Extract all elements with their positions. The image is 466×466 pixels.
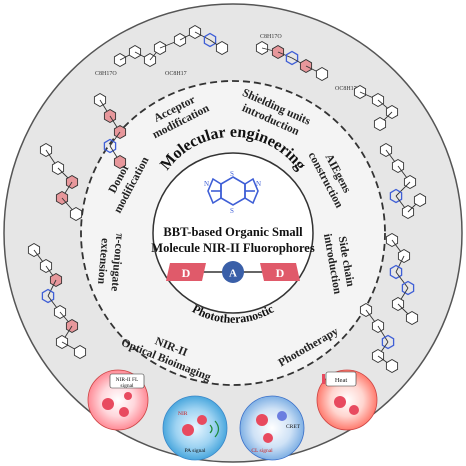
center-subtitle-1: BBT-based Organic Small bbox=[163, 225, 303, 239]
bond-line bbox=[395, 181, 411, 197]
pa-nir-label: NIR bbox=[178, 411, 188, 417]
bbt-atom-labels: S N N S bbox=[204, 170, 261, 215]
ring-4-3 bbox=[401, 280, 415, 296]
ring-6-4 bbox=[113, 154, 127, 170]
donor-label-right: D bbox=[276, 266, 285, 280]
cl-signal-label: CL signal bbox=[251, 448, 273, 454]
ring-1-4 bbox=[315, 66, 329, 82]
bond-line bbox=[395, 271, 409, 289]
center-subtitle-2: Molecule NIR-II Fluorophores bbox=[151, 241, 315, 255]
svg-text:S: S bbox=[230, 170, 234, 178]
heat-label: Heat bbox=[335, 377, 347, 384]
bubble-nir2-fl: NIR-II FL signal bbox=[87, 369, 149, 431]
ring-3-5 bbox=[413, 192, 427, 208]
thermometer-icon bbox=[322, 374, 325, 384]
bubble-pa: NIR PA signal bbox=[162, 395, 228, 461]
ring-5-4 bbox=[385, 358, 399, 374]
svg-text:extension: extension bbox=[95, 238, 111, 285]
ring-0-7 bbox=[215, 40, 229, 56]
acceptor-label: A bbox=[229, 268, 237, 280]
svg-text:S: S bbox=[230, 207, 234, 215]
acceptor-block bbox=[222, 261, 244, 283]
fl-label-1: NIR-II FL bbox=[116, 377, 139, 383]
svg-text:N: N bbox=[204, 180, 209, 188]
donor-block-right bbox=[260, 263, 300, 281]
bond-line bbox=[47, 279, 57, 297]
ring-0-5 bbox=[188, 24, 202, 40]
ring-0-6 bbox=[203, 32, 217, 48]
bond-line bbox=[194, 31, 211, 41]
ring-8-7 bbox=[73, 344, 87, 360]
bbt-core-structure bbox=[207, 176, 259, 206]
molecular-structures bbox=[27, 24, 427, 374]
pa-signal-label: PA signal bbox=[185, 448, 206, 454]
ring-6-3 bbox=[103, 138, 117, 154]
ring-1-2 bbox=[285, 50, 299, 66]
ring-7-4 bbox=[69, 206, 83, 222]
strategy-pi-conjugate: π-conjugate extension bbox=[95, 233, 125, 292]
ring-8-3 bbox=[41, 288, 55, 304]
ring-3-3 bbox=[389, 188, 403, 204]
bubble-heat: Heat bbox=[316, 369, 378, 431]
structure-label-1: C8H17O bbox=[95, 71, 117, 77]
ring-5-2 bbox=[381, 334, 395, 350]
fl-label-2: signal bbox=[120, 383, 134, 389]
bond-line bbox=[277, 51, 293, 59]
ring-4-2 bbox=[389, 264, 403, 280]
bubble-cl: CRET CL signal bbox=[239, 395, 305, 461]
structure-label-4: OC8H17 bbox=[335, 86, 357, 92]
structure-label-3: C8H17O bbox=[260, 34, 282, 40]
structure-label-2: OC8H17 bbox=[165, 71, 187, 77]
ring-2-3 bbox=[373, 116, 387, 132]
donor-label-left: D bbox=[182, 266, 191, 280]
cl-cret-label: CRET bbox=[286, 424, 301, 430]
bond-line bbox=[377, 325, 389, 343]
bond-line bbox=[109, 131, 121, 147]
svg-text:N: N bbox=[256, 180, 261, 188]
ring-4-5 bbox=[405, 310, 419, 326]
donor-block-left bbox=[166, 263, 206, 281]
svg-text:π-conjugate: π-conjugate bbox=[108, 233, 125, 292]
bond-line bbox=[395, 255, 405, 273]
